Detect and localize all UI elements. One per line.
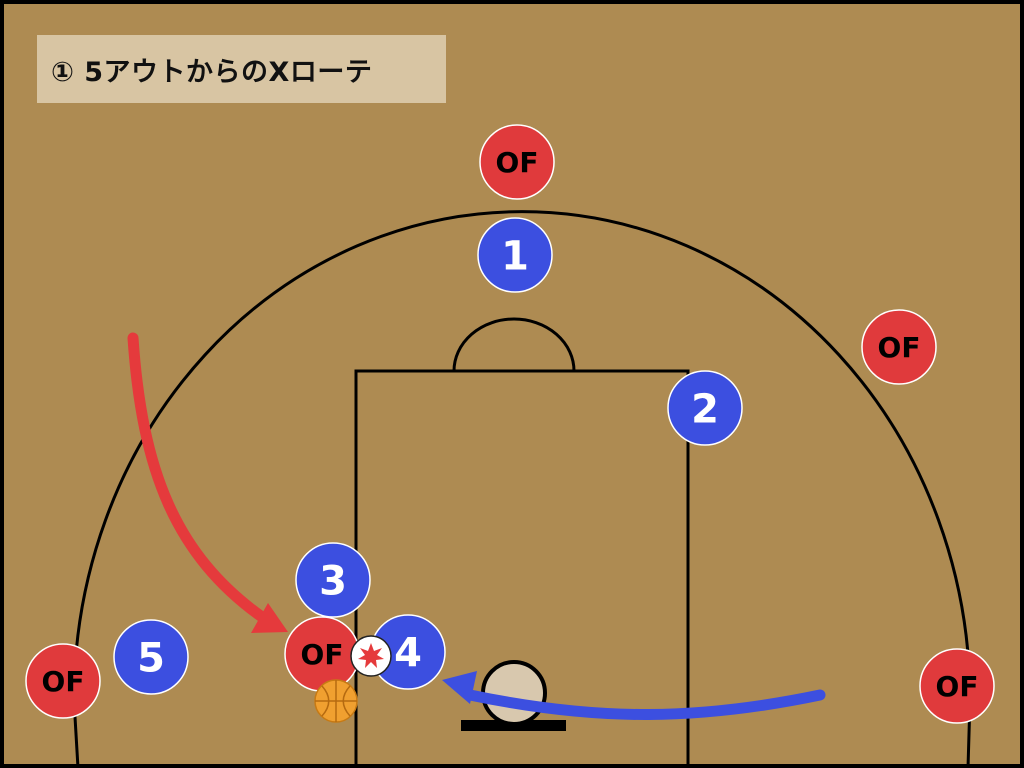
- court-drawing: OF OF OF OF OF 1 2 3 4 5: [25, 124, 995, 764]
- defense-player-4: 4: [370, 614, 446, 690]
- diagram-title: ① 5アウトからのXローテ: [37, 35, 446, 103]
- basketball-halfcourt: OF OF OF OF OF 1 2 3 4 5 ① 5アウトからのXローテ: [4, 4, 1020, 764]
- offense-player-token: OF: [284, 616, 360, 692]
- defense-player-2: 2: [667, 370, 743, 446]
- basketball-icon: [314, 679, 358, 723]
- offense-player-token: OF: [919, 648, 995, 724]
- offense-player-token-label: OF: [878, 331, 921, 364]
- three-point-line: [72, 210, 972, 764]
- defense-player-4-label: 4: [394, 630, 422, 676]
- hoop-rim-icon: [481, 660, 547, 726]
- defense-player-1: 1: [477, 217, 553, 293]
- offense-player-token-label: OF: [496, 146, 539, 179]
- offense-player-token: OF: [861, 309, 937, 385]
- defense-player-2-label: 2: [691, 386, 719, 432]
- offense-player-token-label: OF: [936, 670, 979, 703]
- defense-rotation-arrow: [442, 671, 826, 720]
- defense-player-3: 3: [295, 542, 371, 618]
- defense-player-3-label: 3: [319, 558, 347, 604]
- defense-player-5: 5: [113, 619, 189, 695]
- offense-player-token-label: OF: [301, 638, 344, 671]
- offense-player-token-label: OF: [42, 665, 85, 698]
- free-throw-semicircle: [452, 317, 576, 372]
- offense-player-token: OF: [25, 643, 101, 719]
- collision-star-icon: [350, 635, 392, 677]
- defense-player-1-label: 1: [501, 233, 529, 279]
- offense-player-token: OF: [479, 124, 555, 200]
- defense-player-5-label: 5: [137, 635, 165, 681]
- offense-cut-arrow: [127, 332, 288, 633]
